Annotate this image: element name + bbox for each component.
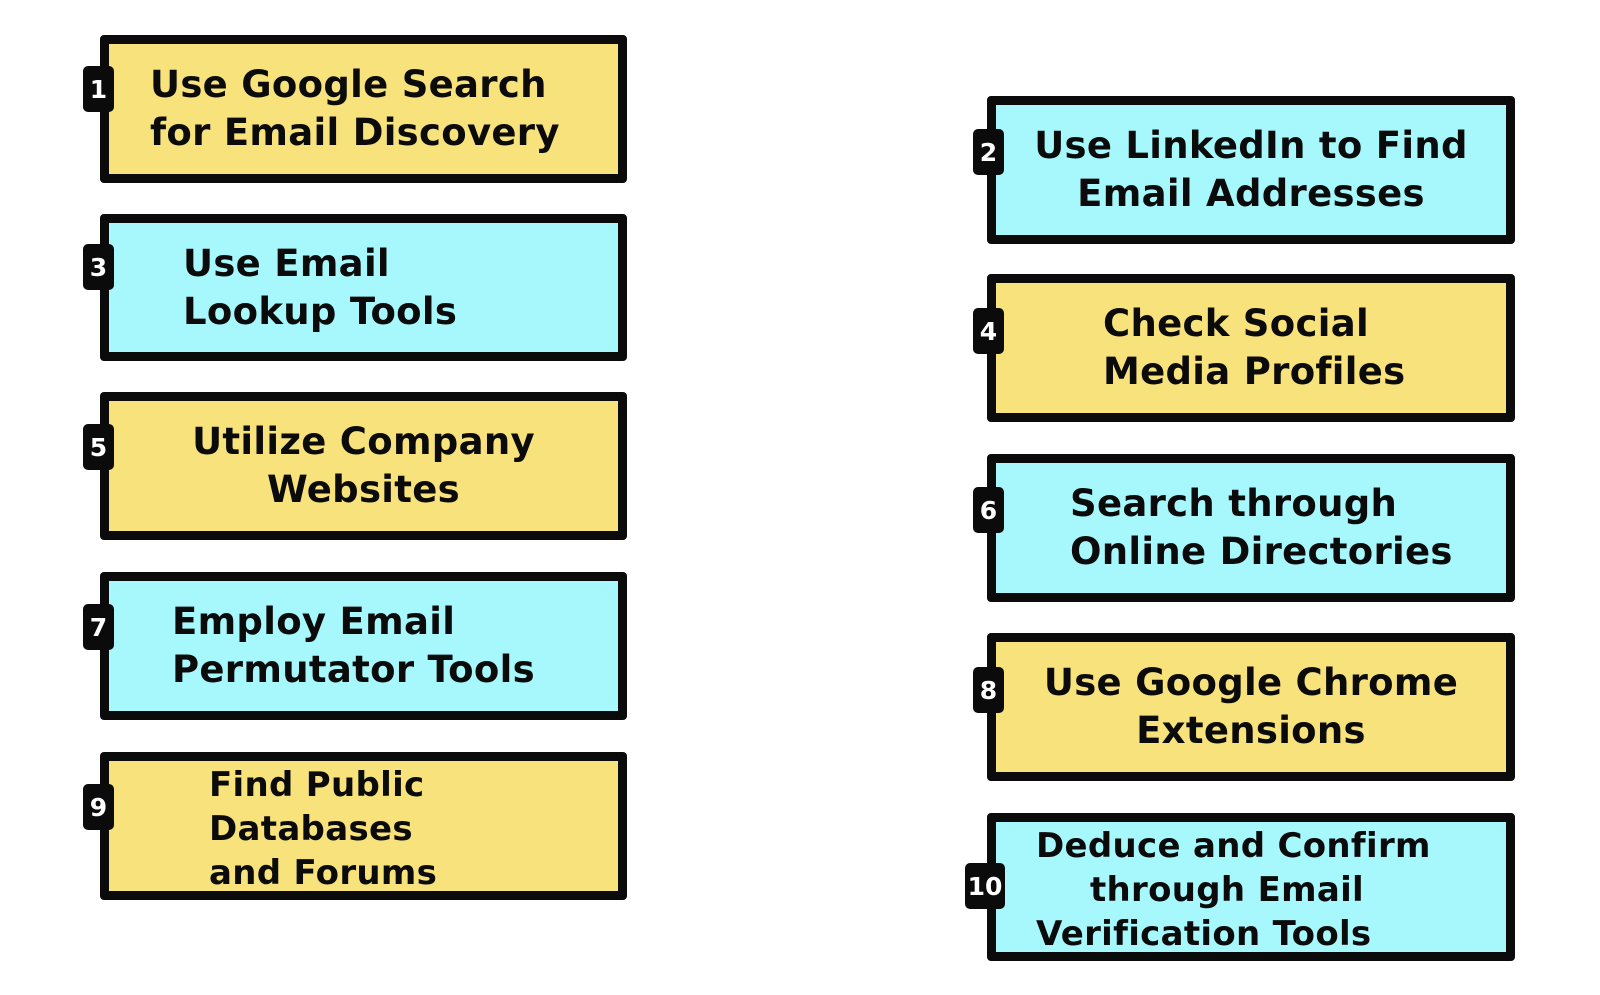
step-5-label: Utilize Company Websites	[109, 418, 618, 514]
step-5-card: Utilize Company Websites	[100, 392, 627, 540]
step-7-label: Employ Email Permutator Tools	[172, 598, 535, 694]
step-2-line1: Use LinkedIn to Find	[1034, 124, 1468, 167]
step-1-line2: for Email Discovery	[150, 111, 560, 154]
step-10-line2: through Email	[1090, 870, 1364, 910]
step-10-number-badge: 10	[965, 863, 1005, 909]
step-8-label: Use Google Chrome Extensions	[996, 659, 1506, 755]
step-4-card: Check Social Media Profiles	[987, 274, 1515, 422]
step-1-card: Use Google Search for Email Discovery	[100, 35, 627, 183]
step-4-line1: Check Social	[1103, 302, 1369, 345]
step-10-line3: Verification Tools	[1036, 914, 1372, 954]
step-6-card: Search through Online Directories	[987, 454, 1515, 602]
step-3-card: Use Email Lookup Tools	[100, 214, 627, 361]
step-10-label: Deduce and Confirm through Email Verific…	[1036, 824, 1431, 956]
step-3-line1: Use Email	[183, 242, 390, 285]
step-4-label: Check Social Media Profiles	[1103, 300, 1406, 396]
step-8-line1: Use Google Chrome	[1043, 661, 1459, 704]
step-1-number-badge: 1	[83, 66, 114, 112]
step-10-line1: Deduce and Confirm	[1036, 826, 1431, 866]
step-5-line2: Websites	[267, 468, 460, 511]
step-9-card: Find Public Databases and Forums	[100, 752, 627, 900]
step-9-number-badge: 9	[83, 784, 114, 830]
step-5-number-badge: 5	[83, 424, 114, 470]
step-2-label: Use LinkedIn to Find Email Addresses	[996, 122, 1506, 218]
step-8-card: Use Google Chrome Extensions	[987, 633, 1515, 781]
step-7-line1: Employ Email	[172, 600, 456, 643]
step-6-line2: Online Directories	[1070, 530, 1453, 573]
step-7-line2: Permutator Tools	[172, 648, 535, 691]
step-3-label: Use Email Lookup Tools	[183, 240, 457, 336]
step-6-line1: Search through	[1070, 482, 1398, 525]
step-4-line2: Media Profiles	[1103, 350, 1406, 393]
step-1-label: Use Google Search for Email Discovery	[150, 61, 560, 157]
step-8-line2: Extensions	[1136, 709, 1366, 752]
step-2-line2: Email Addresses	[1077, 172, 1425, 215]
step-1-line1: Use Google Search	[150, 63, 547, 106]
step-5-line1: Utilize Company	[192, 420, 535, 463]
step-8-number-badge: 8	[973, 667, 1004, 713]
step-2-card: Use LinkedIn to Find Email Addresses	[987, 96, 1515, 244]
step-3-number-badge: 3	[83, 244, 114, 290]
step-3-line2: Lookup Tools	[183, 290, 458, 333]
step-7-card: Employ Email Permutator Tools	[100, 572, 627, 720]
step-6-label: Search through Online Directories	[1070, 480, 1453, 576]
step-9-label: Find Public Databases and Forums	[209, 763, 437, 895]
step-6-number-badge: 6	[973, 487, 1004, 533]
step-2-number-badge: 2	[973, 129, 1004, 175]
step-10-card: Deduce and Confirm through Email Verific…	[987, 813, 1515, 961]
step-4-number-badge: 4	[973, 308, 1004, 354]
step-9-line3: and Forums	[209, 853, 438, 893]
step-7-number-badge: 7	[83, 604, 114, 650]
step-9-line2: Databases	[209, 809, 413, 849]
step-9-line1: Find Public	[209, 765, 425, 805]
